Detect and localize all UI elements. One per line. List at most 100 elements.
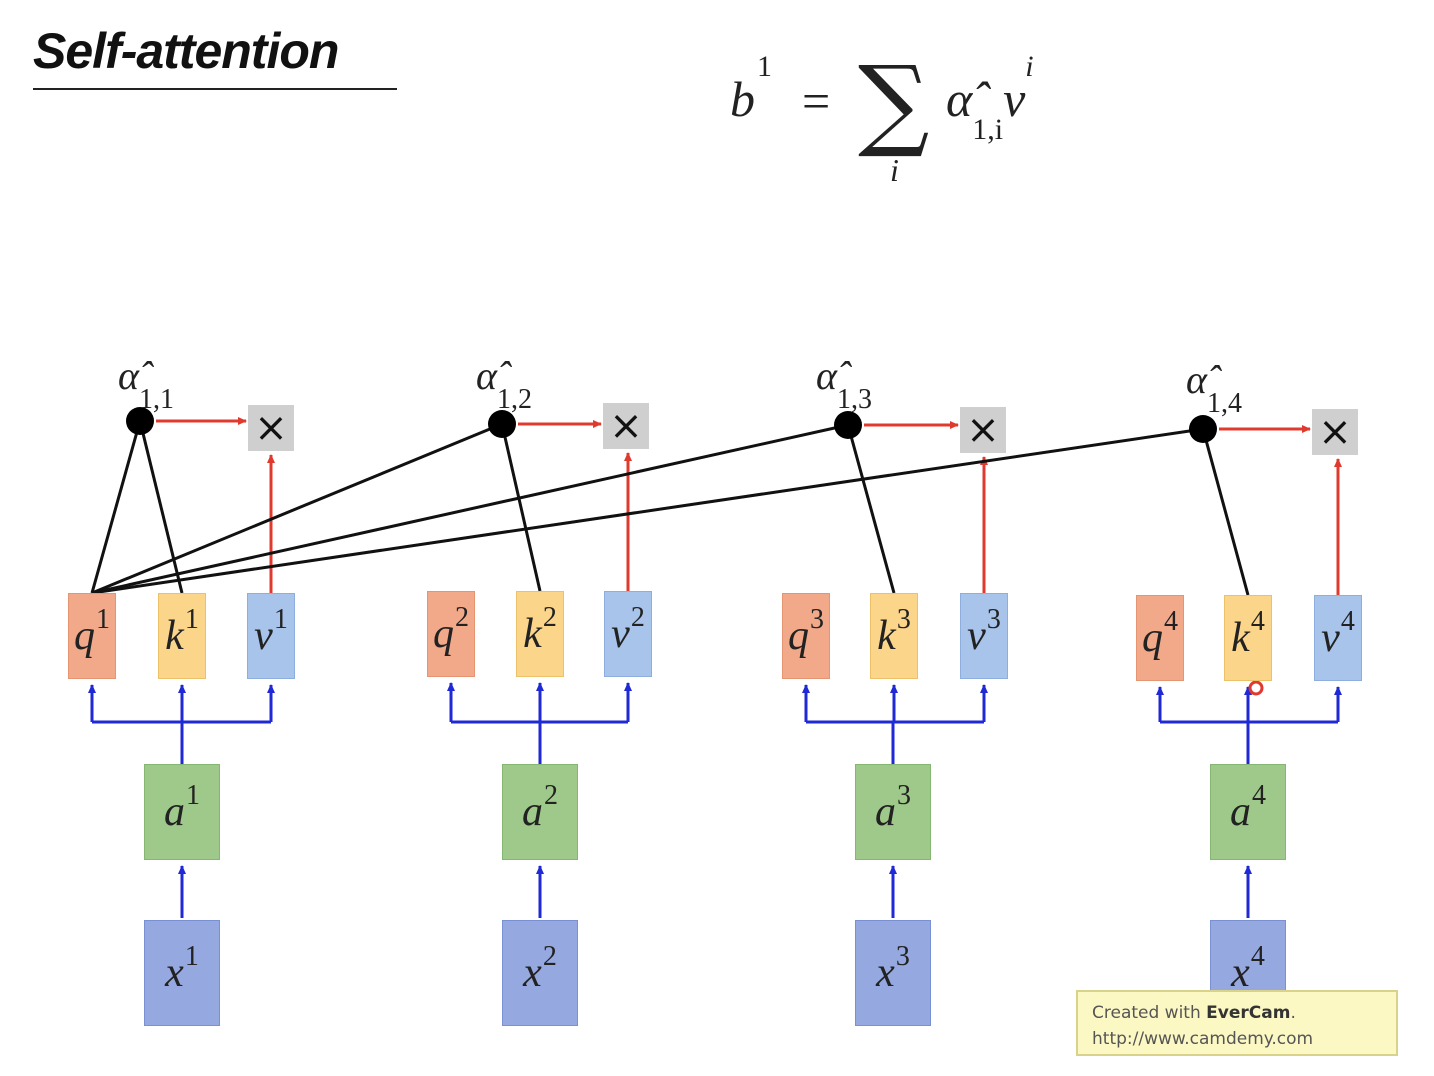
edge-q1-to-alpha-2	[91, 422, 503, 595]
x-box-1-superscript: 1	[184, 941, 199, 972]
formula-lhs: b1	[730, 50, 772, 128]
alpha-symbol-3: α̂	[816, 353, 837, 398]
watermark-prefix: Created with	[1092, 1003, 1207, 1023]
key-box-4-superscript: 4	[1250, 606, 1265, 637]
key-box-2-letter: k	[523, 611, 542, 657]
x-box-1-letter: x	[165, 950, 184, 996]
edge-k3-to-alpha-3	[846, 424, 896, 594]
edge-k4-to-alpha-4	[1201, 428, 1250, 596]
title-underline	[33, 88, 397, 90]
x-box-2-superscript: 2	[542, 941, 557, 972]
x-box-2-letter: x	[523, 950, 542, 996]
alpha-subscript-2: 1,2	[497, 384, 532, 415]
alpha-subscript-3: 1,3	[837, 384, 872, 415]
query-box-3-superscript: 3	[810, 604, 824, 635]
query-box-3-letter: q	[788, 613, 809, 659]
value-box-3-letter: v	[967, 613, 986, 659]
alpha-label-1-3: α̂1,3	[816, 352, 872, 415]
value-box-4-superscript: 4	[1340, 606, 1355, 637]
multiply-node-2: ×	[603, 403, 649, 449]
alpha-subscript-1: 1,1	[139, 384, 174, 415]
formula-equals: =	[802, 73, 831, 129]
alpha-symbol-2: α̂	[476, 353, 497, 398]
a-box-1-letter: a	[164, 789, 185, 835]
alpha-symbol-1: α̂	[118, 353, 139, 398]
edge-q1-to-alpha-3	[91, 423, 849, 595]
attention-score-dot-1	[126, 407, 154, 435]
a-box-4-letter: a	[1230, 789, 1251, 835]
alpha-label-1-1: α̂1,1	[118, 352, 174, 415]
a-box-3-superscript: 3	[897, 780, 911, 811]
value-box-4-letter: v	[1321, 615, 1340, 661]
query-box-2-superscript: 2	[455, 602, 469, 633]
formula-rhs-sub: 1,i	[972, 113, 1004, 146]
attention-score-dot-4	[1189, 415, 1217, 443]
key-box-3-superscript: 3	[896, 604, 911, 635]
formula-sum-index: i	[890, 152, 899, 188]
formula-rhs-v: v	[1003, 71, 1026, 127]
value-box-2-superscript: 2	[630, 602, 645, 633]
formula-lhs-b: b	[730, 71, 755, 127]
a-box-2-letter: a	[522, 789, 543, 835]
alpha-label-1-4: α̂1,4	[1186, 356, 1242, 419]
query-box-4-letter: q	[1142, 615, 1163, 661]
watermark-suffix: .	[1290, 1003, 1296, 1023]
edge-q1-to-alpha-4	[91, 427, 1204, 595]
formula-rhs-sup: i	[1025, 50, 1034, 84]
alpha-symbol-4: α̂	[1186, 357, 1207, 402]
watermark-url: http://www.camdemy.com	[1092, 1029, 1314, 1049]
query-box-1-letter: q	[74, 613, 95, 659]
multiply-node-4: ×	[1312, 409, 1358, 455]
a-box-3-letter: a	[875, 789, 896, 835]
attention-score-dot-2	[488, 410, 516, 438]
formula-rhs: α̂1,ivi	[946, 50, 1034, 146]
a-box-4-superscript: 4	[1252, 780, 1266, 811]
value-box-3-superscript: 3	[986, 604, 1001, 635]
multiply-node-1: ×	[248, 405, 294, 451]
key-box-1-letter: k	[165, 613, 184, 659]
value-box-1-superscript: 1	[273, 604, 288, 635]
key-box-2-superscript: 2	[542, 602, 557, 633]
x-box-3-superscript: 3	[895, 941, 910, 972]
alpha-label-1-2: α̂1,2	[476, 352, 532, 415]
slide-title: Self-attention	[33, 23, 339, 79]
key-box-3-letter: k	[877, 613, 896, 659]
evercam-watermark: Created with EverCam. http://www.camdemy…	[1076, 990, 1398, 1056]
edge-k2-to-alpha-2	[500, 423, 542, 592]
value-box-1-letter: v	[254, 613, 273, 659]
cursor-marker	[1248, 680, 1264, 696]
formula-lhs-sup: 1	[757, 50, 772, 84]
x-box-4-superscript: 4	[1250, 941, 1265, 972]
edge-q1-to-alpha-1	[90, 420, 142, 594]
key-box-4-letter: k	[1231, 615, 1250, 661]
query-box-1-superscript: 1	[96, 604, 110, 635]
key-box-1-superscript: 1	[184, 604, 199, 635]
formula-rhs-alpha: α̂	[946, 71, 973, 127]
watermark-line-1: Created with EverCam.	[1092, 1000, 1382, 1026]
query-box-2-letter: q	[433, 611, 454, 657]
value-box-2-letter: v	[611, 611, 630, 657]
watermark-brand: EverCam	[1206, 1003, 1291, 1023]
edge-k1-to-alpha-1	[138, 420, 184, 594]
a-box-1-superscript: 1	[186, 780, 200, 811]
query-box-4-superscript: 4	[1164, 606, 1178, 637]
multiply-node-3: ×	[960, 407, 1006, 453]
formula-sigma: ∑	[858, 44, 930, 161]
x-box-4-letter: x	[1231, 950, 1250, 996]
